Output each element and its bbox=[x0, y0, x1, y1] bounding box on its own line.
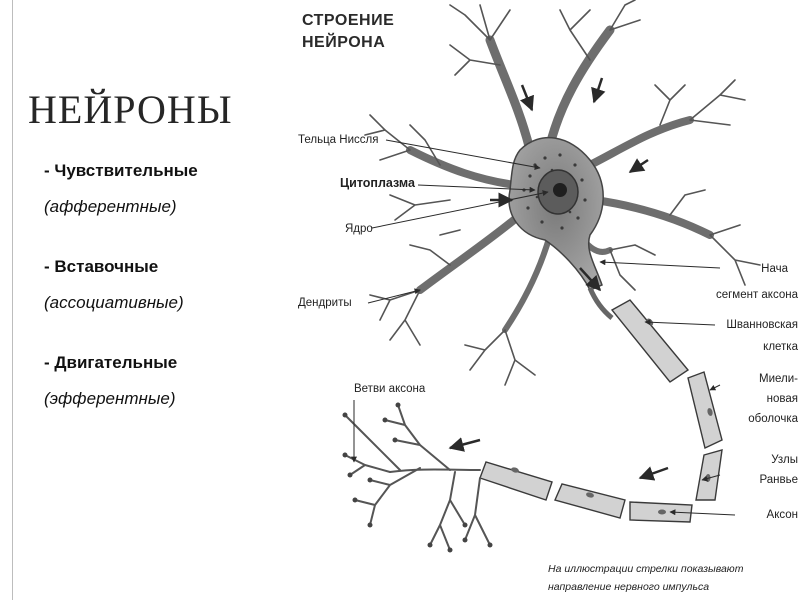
label-schwann-cell-2: клетка bbox=[763, 341, 798, 353]
label-cytoplasm: Цитоплазма bbox=[340, 176, 415, 190]
type-motor: - Двигательные (эфферентные) bbox=[44, 352, 294, 410]
type-interneuron-name: - Вставочные bbox=[44, 257, 159, 276]
label-schwann-cell-1: Шванновская bbox=[726, 319, 798, 331]
slide-frame-line bbox=[12, 0, 13, 600]
label-dendrites: Дендриты bbox=[298, 297, 352, 309]
label-axon: Аксон bbox=[766, 509, 798, 521]
label-initial-segment-2: сегмент аксона bbox=[715, 289, 798, 301]
label-ranvier-1: Узлы bbox=[771, 454, 798, 466]
label-axon-branches: Ветви аксона bbox=[354, 383, 426, 395]
axon-myelin bbox=[479, 299, 723, 523]
caption-line2: направление нервного импульса bbox=[548, 581, 710, 593]
diagram-title: СТРОЕНИЕ НЕЙРОНА bbox=[302, 10, 394, 54]
label-nucleus: Ядро bbox=[345, 223, 373, 235]
neuron-illustration bbox=[342, 0, 761, 553]
label-initial-segment-1: Нача bbox=[761, 263, 788, 275]
nucleolus bbox=[553, 183, 567, 197]
neuron-types-list: - Чувствительные (афферентные) - Вставоч… bbox=[44, 160, 294, 428]
label-myelin-2: новая bbox=[766, 393, 798, 405]
label-myelin-1: Миели- bbox=[759, 373, 798, 385]
label-myelin-3: оболочка bbox=[748, 413, 798, 425]
diagram-title-line1: СТРОЕНИЕ bbox=[302, 12, 395, 29]
type-interneuron-sub: (ассоциативные) bbox=[44, 293, 184, 312]
type-sensory: - Чувствительные (афферентные) bbox=[44, 160, 294, 218]
diagram-caption: На иллюстрации стрелки показывают направ… bbox=[548, 560, 798, 596]
diagram-title-line2: НЕЙРОНА bbox=[302, 34, 386, 51]
label-ranvier-2: Ранвье bbox=[759, 474, 798, 486]
type-sensory-name: - Чувствительные bbox=[44, 161, 198, 180]
axon-terminal-buttons bbox=[342, 402, 493, 553]
type-sensory-sub: (афферентные) bbox=[44, 197, 177, 216]
caption-line1: На иллюстрации стрелки показывают bbox=[548, 563, 744, 575]
neuron-diagram: СТРОЕНИЕ НЕЙРОНА Тельца Ниссля Цитоплазм… bbox=[290, 0, 800, 600]
type-motor-name: - Двигательные bbox=[44, 353, 178, 372]
type-interneuron: - Вставочные (ассоциативные) bbox=[44, 256, 294, 314]
type-motor-sub: (эфферентные) bbox=[44, 389, 176, 408]
dendrites bbox=[406, 25, 714, 333]
axon-terminals bbox=[344, 404, 491, 551]
slide-title: НЕЙРОНЫ bbox=[28, 87, 233, 132]
axon-hillock bbox=[587, 287, 614, 320]
leader-lines bbox=[351, 139, 736, 516]
label-nissl-bodies: Тельца Ниссля bbox=[298, 134, 379, 146]
